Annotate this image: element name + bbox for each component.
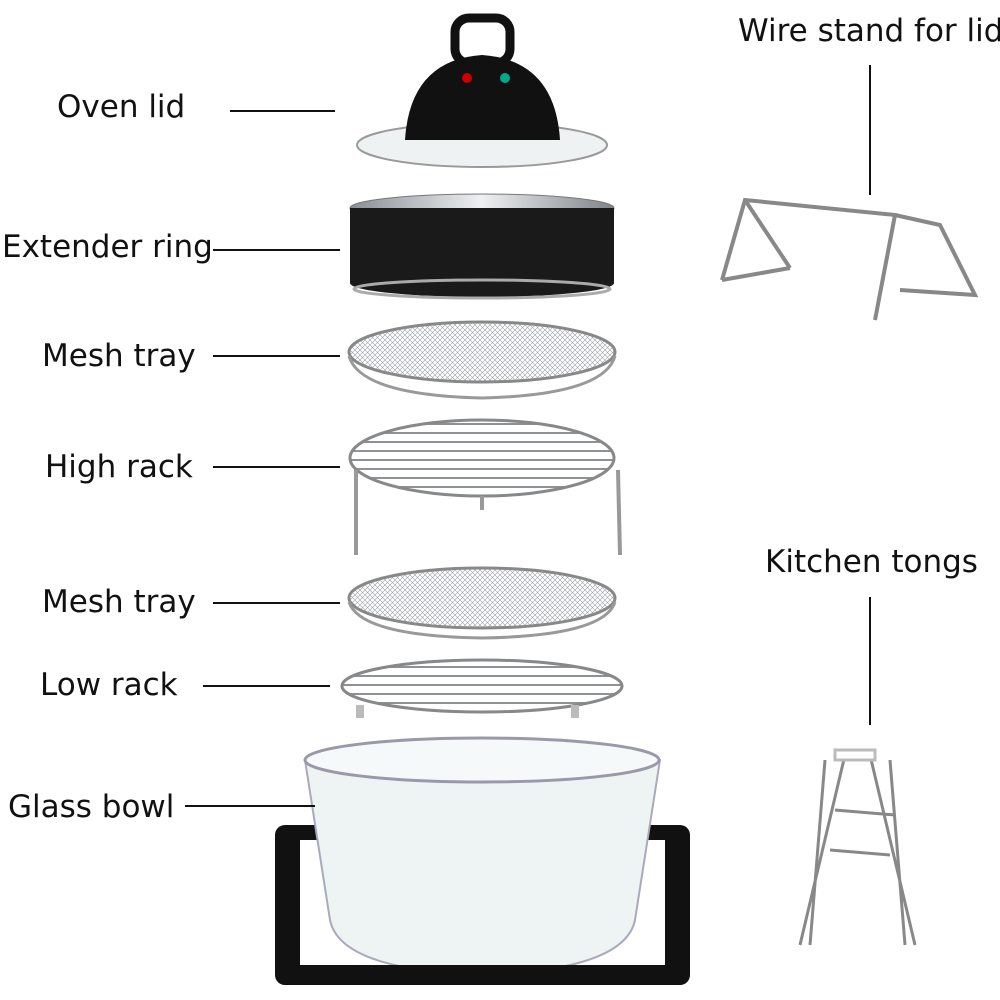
label-extender-ring: Extender ring — [2, 229, 213, 265]
leader-line-low-rack — [203, 685, 330, 687]
leader-line-high-rack — [213, 466, 340, 468]
label-kitchen-tongs: Kitchen tongs — [765, 544, 978, 580]
extender-ring-image — [349, 193, 615, 300]
label-glass-bowl: Glass bowl — [8, 789, 175, 825]
mesh-tray-image-1 — [347, 320, 617, 400]
label-oven-lid: Oven lid — [57, 89, 186, 125]
label-high-rack: High rack — [45, 449, 193, 485]
glass-bowl-image — [275, 736, 690, 985]
label-mesh-tray-1: Mesh tray — [42, 338, 196, 374]
leader-line-mesh-tray-2 — [213, 602, 340, 604]
kitchen-tongs-image — [798, 748, 917, 946]
leader-line-extender-ring — [213, 249, 340, 251]
leader-line-mesh-tray-1 — [213, 355, 340, 357]
leader-line-oven-lid — [230, 110, 335, 112]
leader-line-glass-bowl — [185, 805, 315, 807]
label-wire-stand: Wire stand for lid — [738, 13, 1000, 49]
leader-line-wire-stand — [869, 65, 871, 195]
mesh-tray-image-2 — [347, 566, 617, 640]
leader-line-kitchen-tongs — [869, 597, 871, 725]
oven-lid-image — [356, 13, 608, 168]
wire-stand-image — [720, 197, 979, 321]
high-rack-image — [348, 418, 622, 556]
label-mesh-tray-2: Mesh tray — [42, 584, 196, 620]
low-rack-image — [340, 658, 624, 718]
label-low-rack: Low rack — [40, 667, 178, 703]
